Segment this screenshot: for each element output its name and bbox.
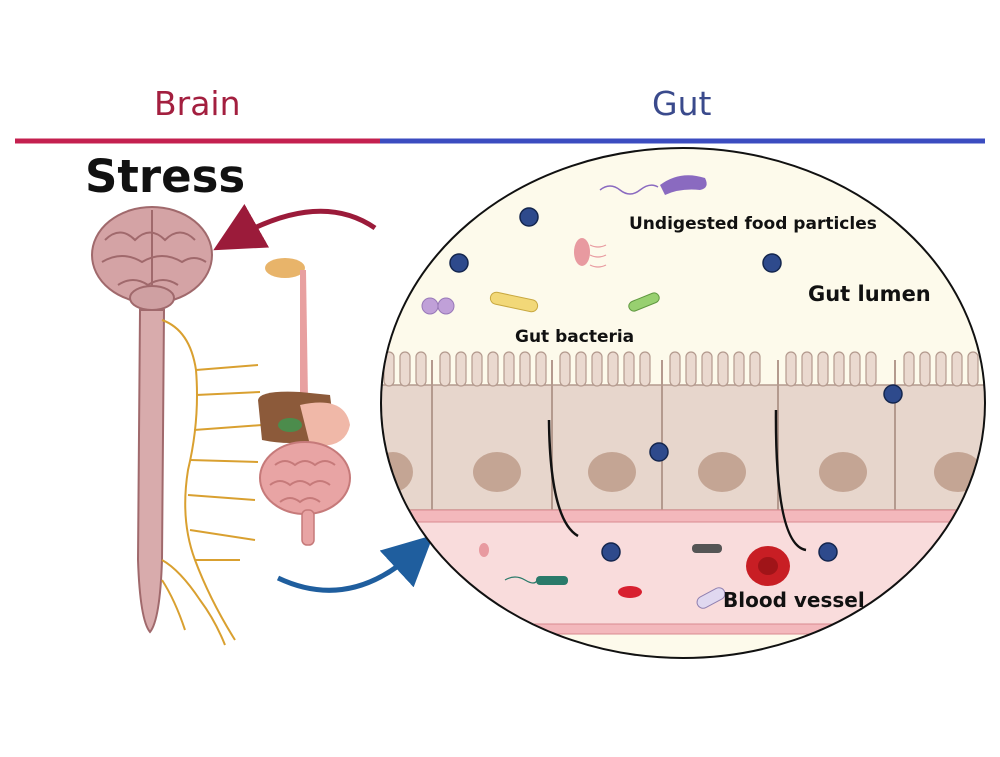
gut-bacteria-icons [421,175,790,609]
gut-header: Gut [652,84,712,123]
blood-vessel-label: Blood vessel [723,588,865,612]
nerve-fibers [161,319,263,646]
gut-cross-section-border [380,147,986,659]
brain-header: Brain [154,84,241,123]
spinal-cord [136,309,166,634]
brain-icon [91,206,213,311]
gut-lumen-label: Gut lumen [808,282,931,306]
gut-bacteria-label: Gut bacteria [515,327,635,347]
arrow-to-brain [213,203,377,251]
stress-label: Stress [85,150,246,203]
food-particles-label: Undigested food particles [629,214,877,234]
food-particles [449,207,903,562]
arrow-to-gut [276,535,434,593]
digestive-system-icon [258,258,351,546]
